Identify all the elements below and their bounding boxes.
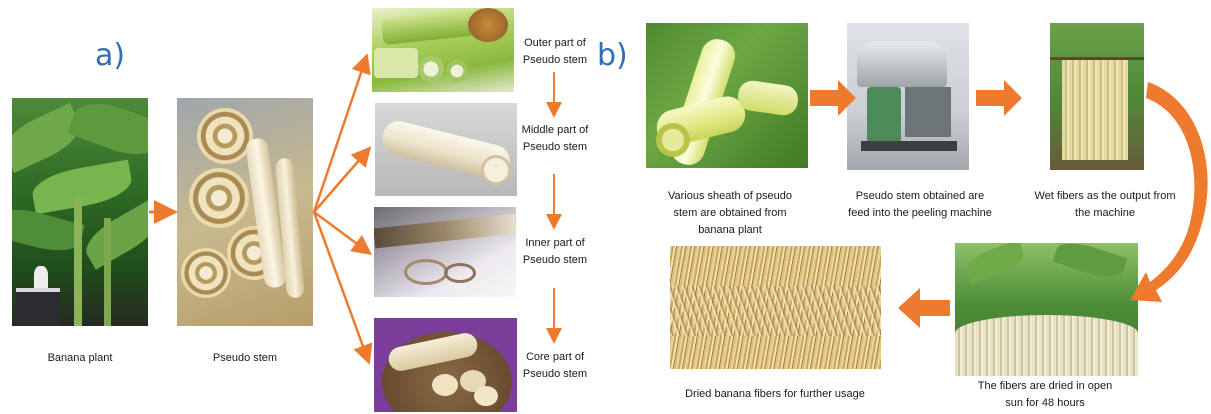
right-arrow-icon [314, 58, 366, 212]
right-arrow-icon [976, 80, 1022, 116]
right-arrow-icon [810, 80, 856, 116]
right-arrow-icon [314, 150, 368, 212]
curved-arrow-icon [1130, 82, 1208, 302]
right-arrow-icon [314, 212, 368, 360]
panel-a-arrows [0, 0, 600, 414]
panel-b-arrows [600, 0, 1211, 414]
left-arrow-icon [898, 288, 950, 328]
